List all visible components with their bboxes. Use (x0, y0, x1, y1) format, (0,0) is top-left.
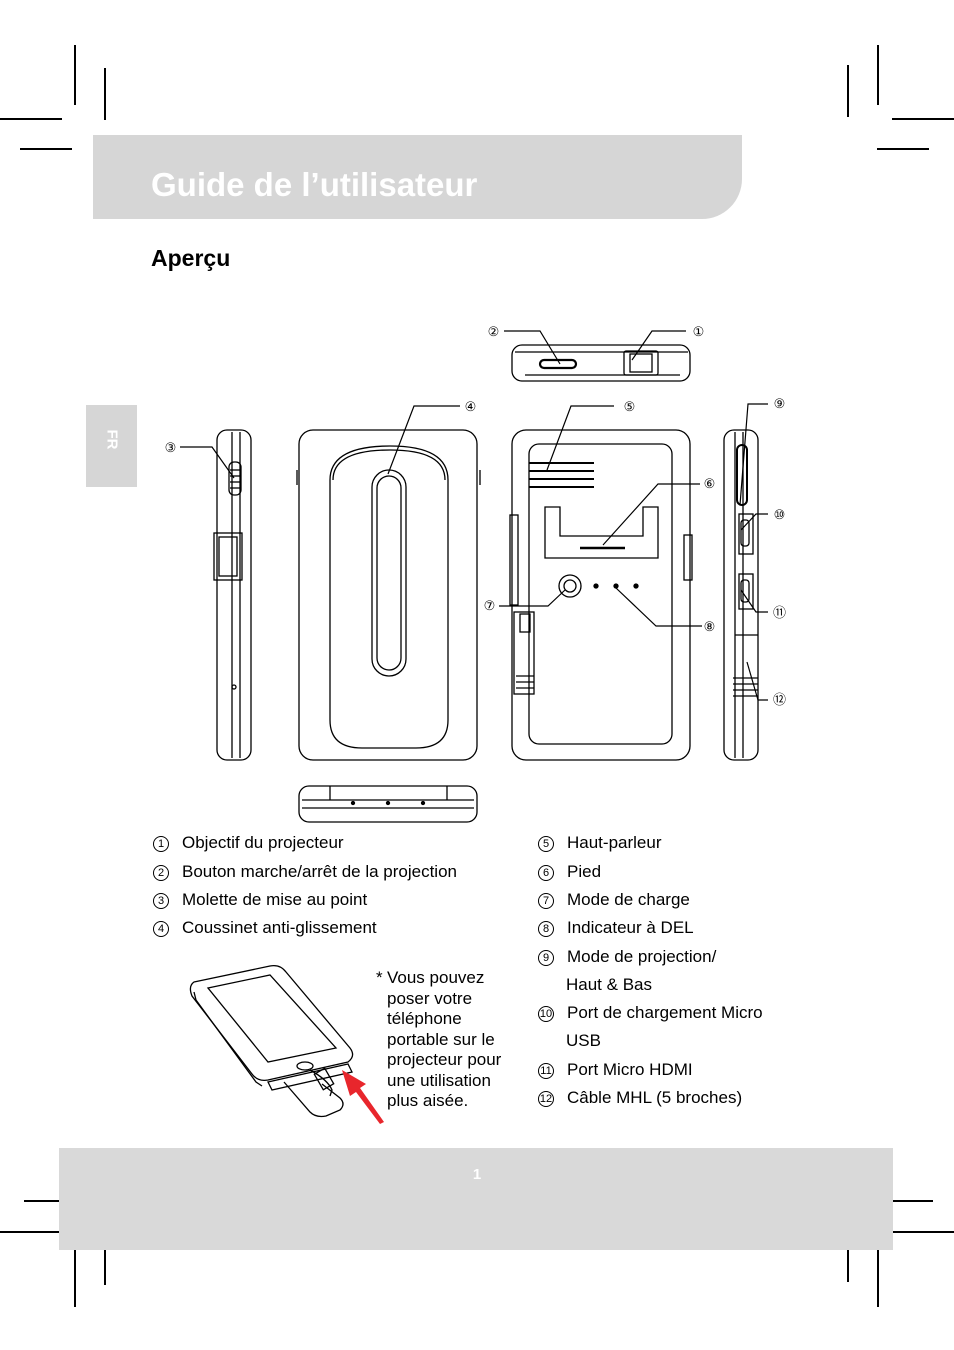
bottom-view (299, 786, 477, 822)
legend-item: 2 Bouton marche/arrêt de la projection (153, 861, 457, 883)
callout-5: ⑤ (622, 399, 637, 414)
legend-text: Bouton marche/arrêt de la projection (182, 862, 457, 881)
legend-number: 10 (538, 1006, 554, 1022)
legend-item: 8 Indicateur à DEL (538, 917, 694, 939)
crop-mark (0, 1231, 62, 1233)
callout-10: ⑩ (772, 507, 787, 522)
legend-item: 1 Objectif du projecteur (153, 832, 344, 854)
back-view (297, 430, 480, 760)
legend-item: 3 Molette de mise au point (153, 889, 367, 911)
legend-number: 3 (153, 893, 169, 909)
legend-number: 5 (538, 836, 554, 852)
callout-4: ④ (463, 399, 478, 414)
legend-item: 10 Port de chargement Micro (538, 1002, 763, 1024)
front-view (510, 430, 692, 760)
callout-3: ③ (163, 440, 178, 455)
legend-number: 8 (538, 921, 554, 937)
leader-lines (180, 331, 768, 700)
legend-number: 7 (538, 893, 554, 909)
legend-item: 6 Pied (538, 861, 601, 883)
page-number: 1 (470, 1166, 484, 1183)
note-text: Vous pouvez poser votre téléphone portab… (387, 968, 517, 1112)
legend-item: 7 Mode de charge (538, 889, 690, 911)
callout-8: ⑧ (702, 619, 717, 634)
legend-item: 11 Port Micro HDMI (538, 1059, 693, 1081)
legend-item: 9 Mode de projection/ (538, 946, 716, 968)
left-side-view (214, 430, 251, 760)
legend-text: Port Micro HDMI (567, 1060, 693, 1079)
callout-1: ① (691, 324, 706, 339)
legend-number: 12 (538, 1091, 554, 1107)
legend-text: Coussinet anti-glissement (182, 918, 377, 937)
right-side-view (724, 430, 758, 760)
crop-mark (74, 1247, 76, 1307)
legend-number: 4 (153, 921, 169, 937)
legend-text: Mode de projection/ (567, 947, 716, 966)
phone-illustration (190, 966, 352, 1117)
legend-number: 1 (153, 836, 169, 852)
callout-7: ⑦ (482, 598, 497, 613)
legend-text: Pied (567, 862, 601, 881)
callout-11: ⑪ (772, 605, 787, 620)
legend-item: 4 Coussinet anti-glissement (153, 917, 377, 939)
callout-2: ② (486, 324, 501, 339)
legend-number: 9 (538, 950, 554, 966)
legend-text: Objectif du projecteur (182, 833, 344, 852)
crop-mark (877, 1247, 879, 1307)
legend-number: 2 (153, 865, 169, 881)
legend-text: Port de chargement Micro (567, 1003, 763, 1022)
top-view (512, 345, 690, 381)
legend-item: 12 Câble MHL (5 broches) (538, 1087, 742, 1109)
legend-item: 5 Haut-parleur (538, 832, 662, 854)
legend-continuation: USB (566, 1030, 601, 1052)
legend-text: Haut-parleur (567, 833, 662, 852)
legend-continuation: Haut & Bas (566, 974, 652, 996)
crop-mark (892, 1231, 954, 1233)
legend-text: Indicateur à DEL (567, 918, 694, 937)
footer-band (59, 1148, 893, 1250)
callout-9: ⑨ (772, 396, 787, 411)
legend-number: 11 (538, 1063, 554, 1079)
legend-number: 6 (538, 865, 554, 881)
red-arrow (342, 1070, 384, 1124)
note-marker: * (376, 968, 383, 989)
legend-text: Mode de charge (567, 890, 690, 909)
legend-text: Molette de mise au point (182, 890, 367, 909)
legend-text: Câble MHL (5 broches) (567, 1088, 742, 1107)
callout-12: ⑫ (772, 692, 787, 707)
callout-6: ⑥ (702, 476, 717, 491)
